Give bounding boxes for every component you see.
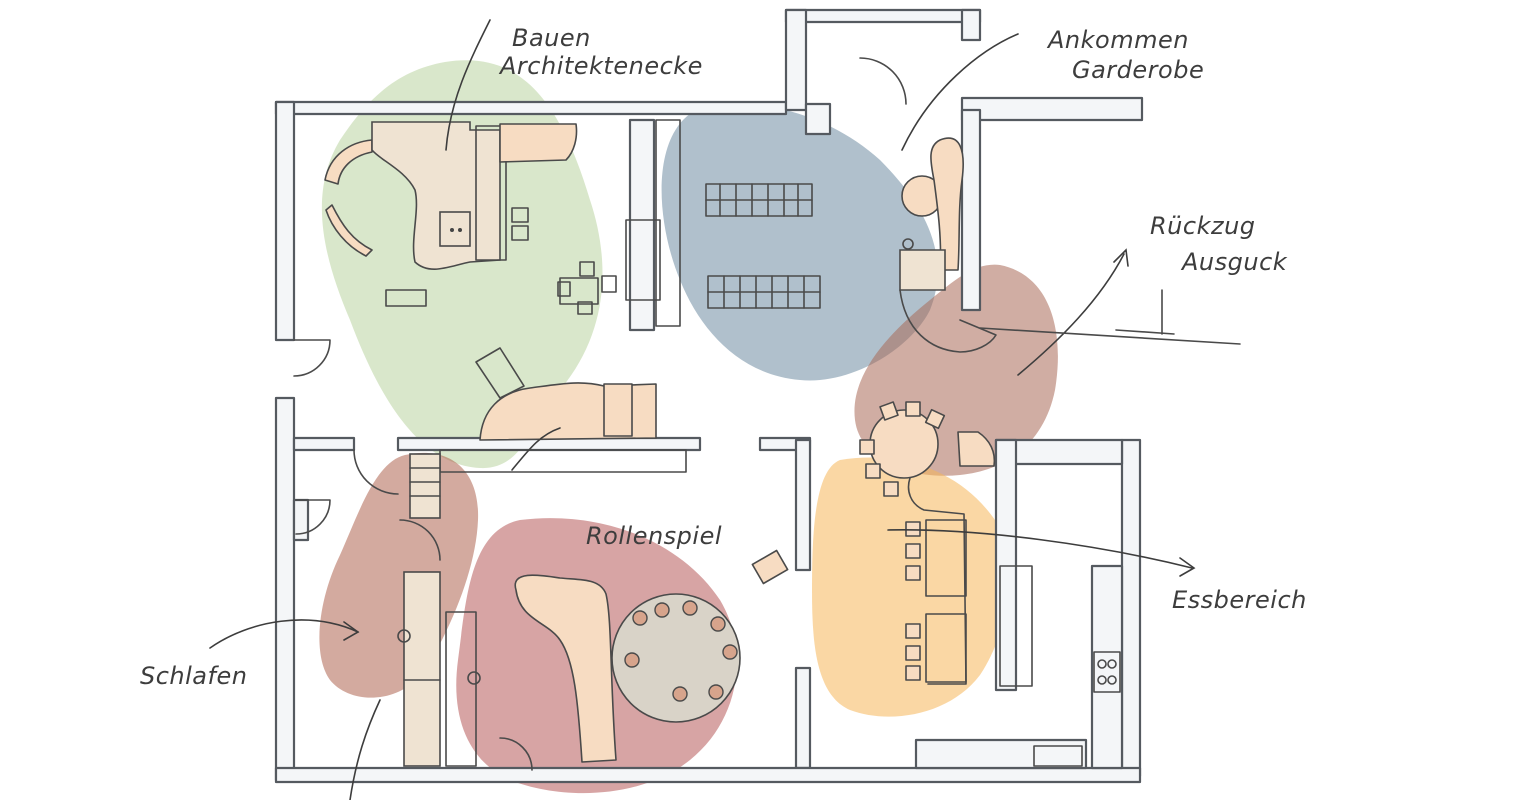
label-ankommen-title: Ankommen [1046, 26, 1189, 54]
schlafen-furniture [397, 453, 481, 767]
label-schlafen: Schlafen [140, 662, 247, 690]
label-bauen-title: Bauen [512, 24, 591, 52]
rollenspiel-furniture [445, 574, 741, 767]
essbereich-furniture [751, 401, 1121, 767]
label-essbereich: Essbereich [1172, 586, 1307, 614]
zone-ankommen [661, 104, 938, 381]
walls [274, 8, 1144, 784]
zone-essbereich [812, 457, 1010, 717]
label-rueckzug-subtitle: Ausguck [1180, 248, 1288, 276]
zone-schlafen [319, 452, 479, 698]
doors [293, 57, 907, 771]
label-rueckzug-title: Rückzug [1150, 212, 1256, 240]
label-bauen-subtitle: Architektenecke [498, 52, 703, 80]
leader-lines [209, 19, 1241, 800]
label-ankommen-subtitle: Garderobe [1072, 56, 1204, 84]
ankommen-furniture [625, 119, 997, 353]
label-rollenspiel: Rollenspiel [586, 522, 722, 550]
